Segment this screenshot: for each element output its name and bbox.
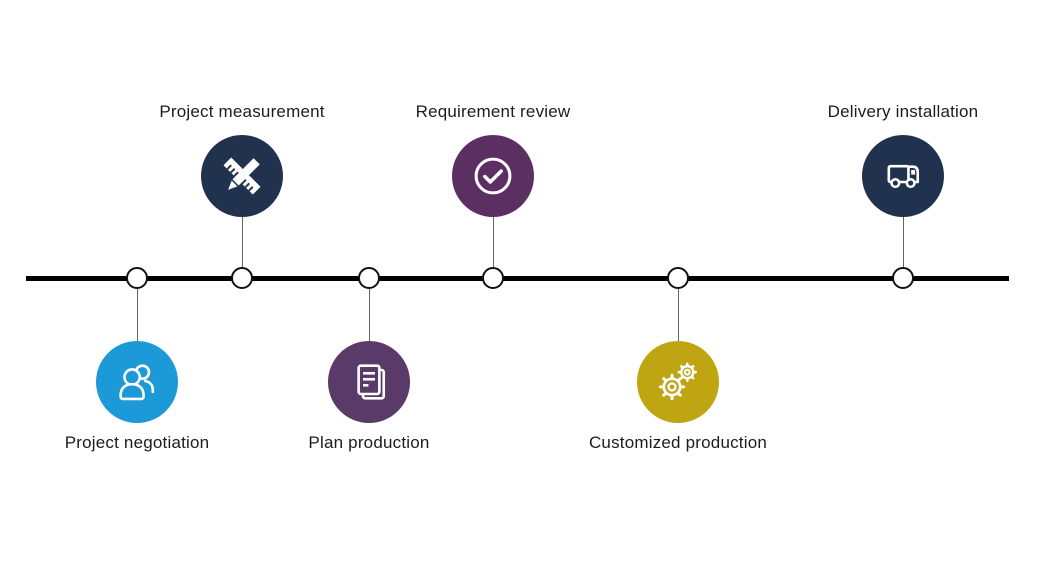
connector-line [242, 217, 243, 269]
timeline-node [358, 267, 380, 289]
step-label: Project negotiation [64, 433, 210, 452]
timeline-node [126, 267, 148, 289]
step-label: Plan production [308, 433, 430, 452]
truck-icon [887, 164, 920, 189]
connector-line [369, 287, 370, 343]
timeline-node [231, 267, 253, 289]
timeline-node [667, 267, 689, 289]
step-label: Customized production [588, 433, 768, 452]
connector-line [137, 287, 138, 343]
gears-icon [658, 362, 697, 401]
step-circle [452, 135, 534, 217]
connector-line [903, 217, 904, 269]
step-label: Delivery installation [827, 102, 979, 121]
document-icon [357, 364, 386, 400]
check-circle-icon [474, 157, 512, 195]
step-label: Requirement review [415, 102, 571, 121]
connector-line [678, 287, 679, 343]
ruler-pencil-icon [223, 157, 261, 195]
timeline-node [482, 267, 504, 289]
timeline-node [892, 267, 914, 289]
step-label: Project measurement [159, 102, 325, 121]
step-circle [862, 135, 944, 217]
people-icon [119, 364, 155, 401]
step-circle [96, 341, 178, 423]
step-circle [637, 341, 719, 423]
connector-line [493, 217, 494, 269]
step-circle [201, 135, 283, 217]
timeline-axis [26, 276, 1009, 281]
step-circle [328, 341, 410, 423]
